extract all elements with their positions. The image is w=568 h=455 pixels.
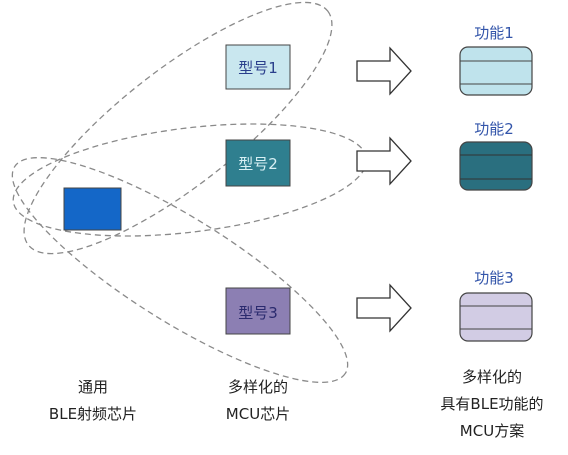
function-label-1: 功能1 [474, 24, 514, 42]
caption-right-line-2: 具有BLE功能的 [440, 395, 543, 413]
model-label: 型号3 [238, 304, 278, 322]
caption-middle-line-1: 多样化的 [228, 378, 288, 396]
caption-right-line-1: 多样化的 [462, 368, 522, 386]
arrow-right-icon [356, 283, 412, 333]
caption-right-line-3: MCU方案 [460, 422, 524, 440]
ellipse-model-2 [12, 123, 368, 237]
model-label: 型号2 [238, 155, 278, 173]
ble-rf-chip [63, 187, 122, 231]
function-label-2: 功能2 [474, 120, 514, 138]
ellipse-model-3 [11, 156, 349, 384]
function-label-3: 功能3 [474, 269, 514, 287]
model-label: 型号1 [238, 59, 278, 77]
function-block-2 [459, 141, 533, 191]
model-box-3: 型号3 [225, 287, 291, 335]
connection-ellipses [11, 1, 368, 384]
function-block-3 [459, 292, 533, 342]
arrow-right-icon [356, 46, 412, 96]
caption-left-line-1: 通用 [78, 378, 108, 396]
model-box-1: 型号1 [225, 44, 291, 90]
arrow-right-icon [356, 136, 412, 186]
caption-left-line-2: BLE射频芯片 [49, 405, 137, 423]
ellipse-model-1 [23, 1, 333, 255]
arrows [356, 46, 412, 333]
caption-middle-line-2: MCU芯片 [226, 405, 290, 423]
model-box-2: 型号2 [225, 139, 291, 187]
function-block-1 [459, 46, 533, 96]
